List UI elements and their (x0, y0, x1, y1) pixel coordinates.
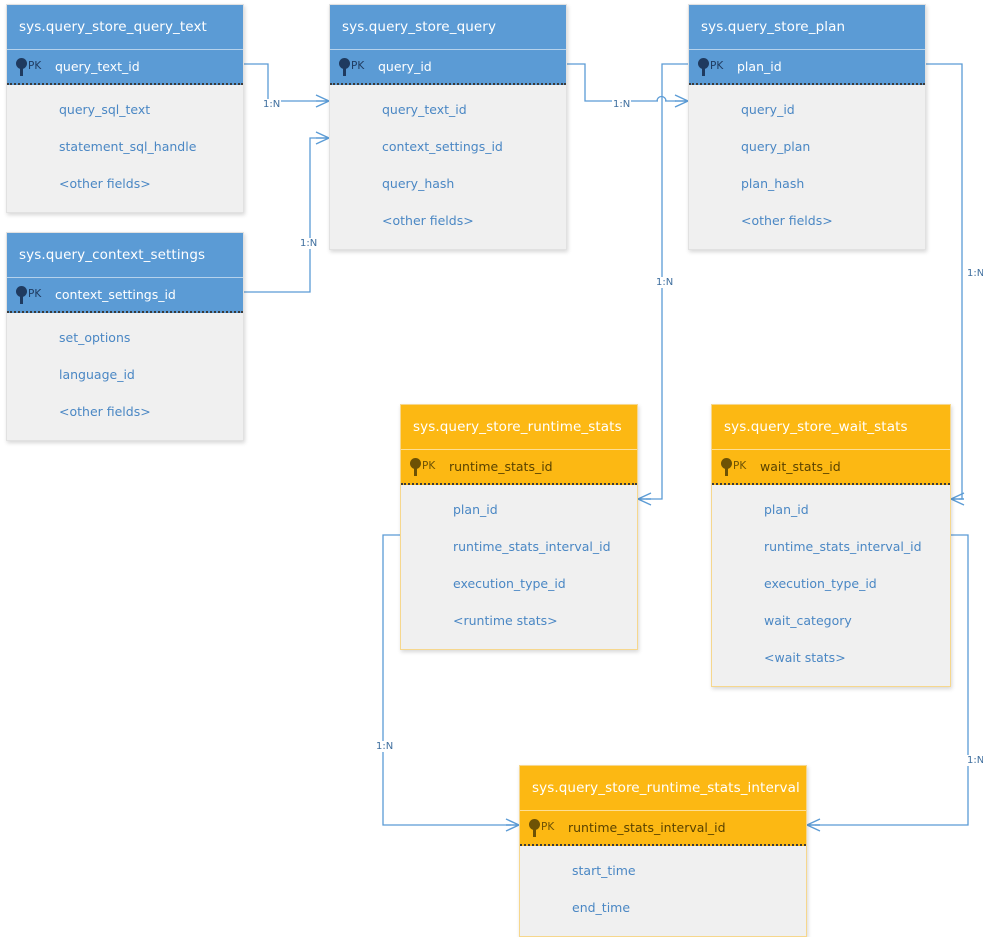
connector-context-settings-to-query (244, 137, 316, 293)
connector-query-text-to-query (244, 63, 316, 102)
entity-title: sys.query_store_plan (689, 5, 925, 49)
column-row[interactable]: execution_type_id (764, 576, 877, 591)
pk-column-name: context_settings_id (55, 287, 176, 302)
column-list: query_sql_text statement_sql_handle <other… (7, 85, 243, 212)
key-icon (16, 57, 27, 76)
key-icon-wrap: PK (330, 57, 374, 76)
column-row[interactable]: runtime_stats_interval_id (453, 539, 611, 554)
pk-badge: PK (710, 60, 724, 73)
entity-title: sys.query_store_query (330, 5, 566, 49)
column-row[interactable]: execution_type_id (453, 576, 566, 591)
pk-badge: PK (28, 60, 42, 73)
entity-title: sys.query_context_settings (7, 233, 243, 277)
column-list: query_id query_plan plan_hash <other fields… (689, 85, 925, 249)
crowsfoot-runtime-plan-id (637, 492, 652, 506)
pk-badge: PK (422, 460, 436, 473)
crowsfoot-context-settings-id (315, 131, 330, 145)
column-row[interactable]: query_sql_text (59, 102, 151, 117)
column-list: query_text_id context_settings_id query_ha… (330, 85, 566, 249)
column-list: set_options language_id <other fields> (7, 313, 243, 440)
column-row[interactable]: statement_sql_handle (59, 139, 197, 154)
column-row[interactable]: <runtime stats> (453, 613, 558, 628)
cardinality-label-rel-query-to-plan: 1:N (612, 99, 632, 110)
column-row[interactable]: <other fields> (59, 176, 151, 191)
key-icon-wrap: PK (7, 57, 51, 76)
pk-badge: PK (351, 60, 365, 73)
primary-key-row[interactable]: PK runtime_stats_interval_id (520, 810, 806, 846)
key-icon-wrap: PK (712, 457, 756, 476)
crowsfoot-plan-query-id (674, 94, 689, 108)
crowsfoot-interval-right (806, 818, 821, 832)
column-row[interactable]: plan_hash (741, 176, 805, 191)
primary-key-row[interactable]: PK context_settings_id (7, 277, 243, 313)
column-row[interactable]: set_options (59, 330, 131, 345)
entity-title: sys.query_store_query_text (7, 5, 243, 49)
column-list: plan_id runtime_stats_interval_id executio… (712, 485, 950, 686)
column-row[interactable]: <other fields> (741, 213, 833, 228)
primary-key-row[interactable]: PK query_id (330, 49, 566, 85)
pk-column-name: wait_stats_id (760, 459, 841, 474)
column-row[interactable]: <other fields> (59, 404, 151, 419)
column-list: plan_id runtime_stats_interval_id executio… (401, 485, 637, 649)
column-row[interactable]: wait_category (764, 613, 852, 628)
column-row[interactable]: query_id (741, 102, 795, 117)
key-icon (698, 57, 709, 76)
column-list: start_time end_time (520, 846, 806, 936)
primary-key-row[interactable]: PK wait_stats_id (712, 449, 950, 485)
pk-column-name: runtime_stats_id (449, 459, 553, 474)
column-row[interactable]: query_hash (382, 176, 455, 191)
cardinality-label-rel-plan-to-wait-stats: 1:N (966, 268, 983, 279)
key-icon (529, 818, 540, 837)
column-row[interactable]: query_text_id (382, 102, 467, 117)
column-row[interactable]: runtime_stats_interval_id (764, 539, 922, 554)
entity-title: sys.query_store_runtime_stats (401, 405, 637, 449)
key-icon (410, 457, 421, 476)
crowsfoot-wait-plan-id (950, 492, 965, 506)
pk-badge: PK (28, 288, 42, 301)
column-row[interactable]: language_id (59, 367, 135, 382)
entity-title: sys.query_store_wait_stats (712, 405, 950, 449)
key-icon-wrap: PK (689, 57, 733, 76)
column-row[interactable]: plan_id (453, 502, 498, 517)
key-icon-wrap: PK (7, 285, 51, 304)
key-icon-wrap: PK (401, 457, 445, 476)
key-icon (339, 57, 350, 76)
pk-badge: PK (733, 460, 747, 473)
cardinality-label-rel-interval-to-wait-stats: 1:N (966, 755, 983, 766)
cardinality-label-rel-context-settings-to-query: 1:N (299, 238, 319, 249)
column-row[interactable]: <wait stats> (764, 650, 846, 665)
cardinality-label-rel-interval-to-runtime-stats: 1:N (375, 741, 395, 752)
column-row[interactable]: query_plan (741, 139, 811, 154)
column-row[interactable]: end_time (572, 900, 631, 915)
pk-column-name: query_id (378, 59, 432, 74)
column-row[interactable]: start_time (572, 863, 636, 878)
key-icon (16, 285, 27, 304)
column-row[interactable]: context_settings_id (382, 139, 503, 154)
crowsfoot-interval-left (505, 818, 520, 832)
pk-column-name: plan_id (737, 59, 782, 74)
cardinality-label-rel-query-text-to-query: 1:N (262, 99, 282, 110)
primary-key-row[interactable]: PK query_text_id (7, 49, 243, 85)
key-icon (721, 457, 732, 476)
entity-title: sys.query_store_runtime_stats_interval (520, 766, 806, 810)
primary-key-row[interactable]: PK runtime_stats_id (401, 449, 637, 485)
crowsfoot-query-text-id (315, 94, 330, 108)
key-icon-wrap: PK (520, 818, 564, 837)
column-row[interactable]: plan_id (764, 502, 809, 517)
primary-key-row[interactable]: PK plan_id (689, 49, 925, 85)
connector-query-to-plan (567, 63, 676, 102)
column-row[interactable]: <other fields> (382, 213, 474, 228)
pk-column-name: query_text_id (55, 59, 140, 74)
pk-column-name: runtime_stats_interval_id (568, 820, 726, 835)
connector-line-hop (656, 95, 667, 102)
cardinality-label-rel-plan-to-runtime-stats: 1:N (655, 277, 675, 288)
pk-badge: PK (541, 821, 555, 834)
